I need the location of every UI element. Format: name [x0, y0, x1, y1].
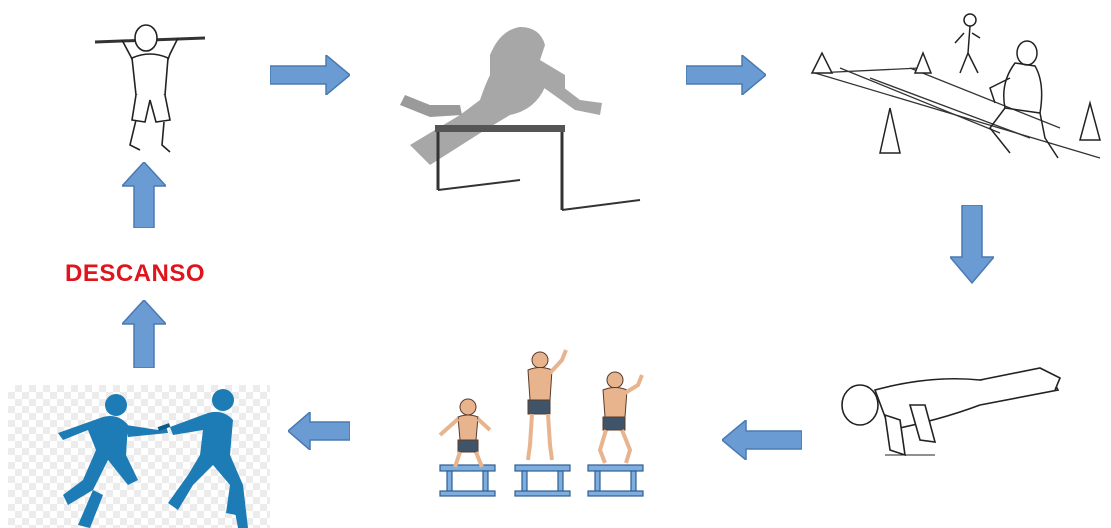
cone-drill-icon — [800, 8, 1110, 183]
rest-label: DESCANSO — [65, 260, 205, 288]
arrow-up-icon — [122, 162, 166, 228]
arrow-left-icon — [722, 420, 802, 460]
pull-up-icon — [90, 10, 210, 160]
arrow-down-icon — [950, 205, 994, 285]
box-jump-icon — [400, 345, 680, 500]
hurdle-jump-icon — [390, 15, 650, 215]
arrow-right-icon — [270, 55, 350, 95]
arrow-left-icon — [288, 412, 350, 450]
relay-run-icon — [8, 385, 270, 528]
arrow-right-icon — [686, 55, 766, 95]
arrow-up-icon — [122, 300, 166, 368]
push-up-icon — [830, 360, 1070, 470]
